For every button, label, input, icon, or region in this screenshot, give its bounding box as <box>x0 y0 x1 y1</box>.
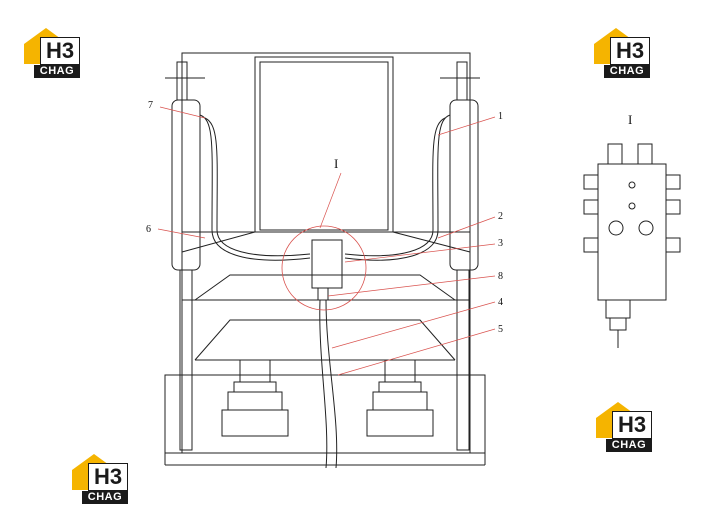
callout-8: 8 <box>498 271 503 282</box>
brand-logo-bottom-right: H3 CHAG <box>596 402 654 454</box>
right-cylinder <box>449 99 479 271</box>
left-cylinder-rod <box>179 269 193 451</box>
cross-member-upper <box>194 274 456 301</box>
logo-word: CHAG <box>606 439 652 452</box>
callout-7: 7 <box>148 100 153 111</box>
callout-1: 1 <box>498 111 503 122</box>
top-panel <box>254 56 394 233</box>
callout-2: 2 <box>498 211 503 222</box>
leader-3 <box>344 243 496 263</box>
leader-5 <box>337 328 496 376</box>
valve-fitting <box>317 287 329 301</box>
leader-6 <box>157 228 206 239</box>
logo-mark: H3 <box>612 411 652 439</box>
brand-logo-top-left: H3 CHAG <box>24 28 82 80</box>
hose-right <box>344 114 451 261</box>
logo-mark: H3 <box>88 463 128 491</box>
brand-logo-top-right: H3 CHAG <box>594 28 652 80</box>
leader-2 <box>437 216 496 239</box>
logo-word: CHAG <box>34 65 80 78</box>
valve-block <box>311 239 343 289</box>
detail-valve <box>583 143 681 348</box>
detail-marker: I <box>334 156 338 171</box>
cross-member-lower <box>194 319 456 361</box>
detail-title: I <box>628 112 632 127</box>
brand-logo-bottom-left: H3 CHAG <box>72 454 130 506</box>
hose-5 <box>325 299 338 469</box>
base-frame <box>164 374 486 454</box>
right-cylinder-head <box>456 61 468 101</box>
top-panel-inner <box>259 61 389 231</box>
logo-word: CHAG <box>604 65 650 78</box>
right-motor <box>366 359 434 437</box>
callout-6: 6 <box>146 224 151 235</box>
left-motor <box>221 359 289 437</box>
logo-word: CHAG <box>82 491 128 504</box>
left-cylinder <box>171 99 201 271</box>
logo-mark: H3 <box>40 37 80 65</box>
leader-8 <box>327 275 496 297</box>
detail-circle <box>281 225 367 311</box>
callout-3: 3 <box>498 238 503 249</box>
leader-1 <box>437 116 496 136</box>
callout-4: 4 <box>498 297 503 308</box>
leader-7 <box>159 106 206 119</box>
leader-detail <box>319 172 342 229</box>
callout-5: 5 <box>498 324 503 335</box>
leader-4 <box>331 301 496 349</box>
right-cylinder-rod <box>456 269 470 451</box>
logo-mark: H3 <box>610 37 650 65</box>
hose-4 <box>319 299 328 469</box>
hose-left <box>199 114 311 261</box>
